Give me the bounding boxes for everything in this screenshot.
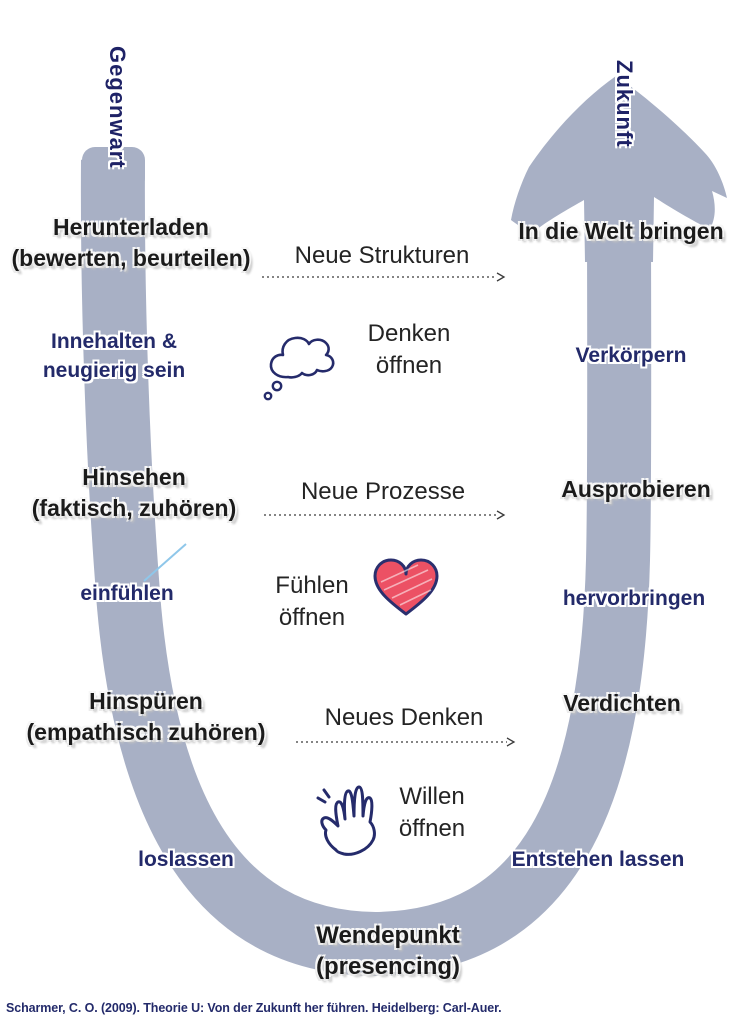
open-feeling-label: Fühlen öffnen [275, 570, 348, 634]
dotted-arrow-thinking-head [506, 737, 516, 747]
practice-innehalten: Innehalten & neugierig sein [43, 327, 185, 385]
turning-point-label: Wendepunkt (presencing) [316, 920, 460, 982]
gegenwart-axis-label: Gegenwart [105, 46, 130, 169]
zukunft-axis-label: Zukunft [612, 60, 637, 148]
practice-entstehen-lassen: Entstehen lassen [511, 848, 685, 871]
open-will-line1: Willen [399, 783, 465, 810]
u-band [80, 159, 652, 977]
stage-hinsehen-line2: (faktisch, zuhören) [31, 495, 237, 521]
future-arrowhead [511, 76, 727, 262]
open-thinking-label: Denken öffnen [368, 318, 451, 382]
stage-herunterladen-line1: Herunterladen [53, 214, 209, 240]
arrow-label-neue-strukturen: Neue Strukturen [294, 242, 470, 269]
stage-hinspueren-line2: (empathisch zuhören) [26, 719, 266, 745]
open-feeling-line2: öffnen [278, 604, 346, 631]
dotted-arrow-structures-head [496, 272, 506, 282]
stage-hinsehen-line1: Hinsehen [82, 464, 186, 490]
open-will-line2: öffnen [398, 815, 466, 842]
practice-hervorbringen: hervorbringen [562, 587, 706, 610]
thought-cloud-icon [258, 320, 358, 410]
open-thinking-line2: öffnen [375, 352, 443, 379]
practice-loslassen: loslassen [138, 848, 234, 871]
open-feeling-line1: Fühlen [275, 572, 349, 599]
heart-icon [368, 552, 444, 628]
stage-herunterladen-line2: (bewerten, beurteilen) [11, 245, 251, 271]
stage-ausprobieren: Ausprobieren [561, 476, 711, 502]
dotted-arrow-processes-head [496, 510, 506, 520]
turning-point-line2: (presencing) [315, 953, 461, 980]
turning-point-line1: Wendepunkt [316, 922, 460, 949]
stage-in-die-welt-bringen: In die Welt bringen [518, 218, 724, 244]
practice-innehalten-line2: neugierig sein [42, 359, 186, 382]
stage-hinspueren-line1: Hinspüren [89, 688, 203, 714]
stage-verdichten: Verdichten [563, 690, 681, 716]
arrow-label-neues-denken: Neues Denken [324, 704, 484, 731]
accent-line [143, 543, 187, 582]
citation: Scharmer, C. O. (2009). Theorie U: Von d… [6, 1001, 502, 1015]
stage-hinsehen: Hinsehen (faktisch, zuhören) [32, 462, 236, 524]
stage-hinspueren: Hinspüren (empathisch zuhören) [27, 686, 266, 748]
arrow-label-neue-prozesse: Neue Prozesse [300, 478, 466, 505]
open-hand-icon [316, 772, 392, 856]
open-thinking-line1: Denken [367, 320, 451, 347]
practice-innehalten-line1: Innehalten & [50, 330, 177, 353]
practice-einfuehlen: einfühlen [80, 582, 174, 605]
stage-herunterladen: Herunterladen (bewerten, beurteilen) [12, 212, 251, 274]
open-will-label: Willen öffnen [399, 781, 465, 845]
practice-verkoerpern: Verkörpern [575, 344, 687, 367]
dotted-arrows [262, 272, 516, 747]
